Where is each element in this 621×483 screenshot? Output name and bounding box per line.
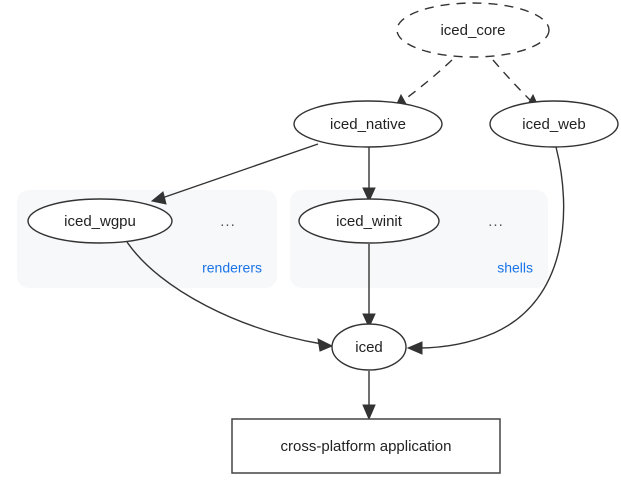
node-label-iced: iced bbox=[355, 339, 383, 356]
edge-iced-web-to-iced bbox=[406, 146, 565, 355]
node-iced-native[interactable]: iced_native bbox=[293, 100, 443, 148]
node-cross-platform-application[interactable]: cross-platform application bbox=[231, 418, 501, 474]
edge-line bbox=[492, 59, 531, 101]
node-iced-web[interactable]: iced_web bbox=[489, 100, 619, 148]
node-shape-ellipse bbox=[331, 323, 407, 371]
node-shape-rectangle bbox=[231, 418, 501, 474]
cluster-shells-more-indicator: ... bbox=[488, 213, 504, 230]
arrow-head-icon bbox=[317, 338, 334, 352]
cluster-shells-label: shells bbox=[497, 260, 533, 276]
edge-iced-to-application bbox=[362, 371, 376, 421]
edge-line bbox=[161, 143, 319, 199]
edge-iced-native-to-iced-wgpu bbox=[150, 143, 319, 205]
arrow-head-icon bbox=[362, 187, 376, 203]
edge-iced-core-to-iced-web bbox=[492, 59, 539, 107]
node-label-iced-native: iced_native bbox=[330, 116, 406, 133]
arrow-head-icon bbox=[362, 404, 376, 421]
edge-iced-native-to-iced-winit bbox=[362, 147, 376, 203]
arrow-head-icon bbox=[406, 341, 423, 355]
node-shape-ellipse-dashed bbox=[396, 2, 550, 58]
edge-iced-wgpu-to-iced bbox=[126, 241, 334, 352]
node-shape-ellipse bbox=[298, 198, 440, 244]
node-shape-ellipse bbox=[293, 100, 443, 148]
node-iced-core[interactable]: iced_core bbox=[396, 2, 550, 58]
node-iced[interactable]: iced bbox=[331, 323, 407, 371]
node-label-iced-winit: iced_winit bbox=[336, 213, 403, 230]
node-shape-ellipse bbox=[489, 100, 619, 148]
edge-iced-winit-to-iced bbox=[362, 244, 376, 329]
node-iced-wgpu[interactable]: iced_wgpu bbox=[27, 198, 173, 244]
node-shape-ellipse bbox=[27, 198, 173, 244]
node-label-iced-web: iced_web bbox=[522, 116, 585, 133]
cluster-renderers-more-indicator: ... bbox=[220, 213, 236, 230]
node-iced-winit[interactable]: iced_winit bbox=[298, 198, 440, 244]
edge-line bbox=[403, 59, 453, 101]
edge-iced-core-to-iced-native bbox=[395, 59, 453, 107]
node-label-iced-wgpu: iced_wgpu bbox=[64, 213, 136, 230]
edge-line bbox=[417, 146, 565, 349]
cluster-renderers-label: renderers bbox=[202, 260, 262, 276]
arrow-head-icon bbox=[150, 191, 167, 205]
node-label-application: cross-platform application bbox=[281, 438, 452, 455]
edge-line bbox=[126, 241, 323, 345]
node-label-iced-core: iced_core bbox=[440, 22, 505, 39]
arrow-head-icon bbox=[362, 313, 376, 329]
